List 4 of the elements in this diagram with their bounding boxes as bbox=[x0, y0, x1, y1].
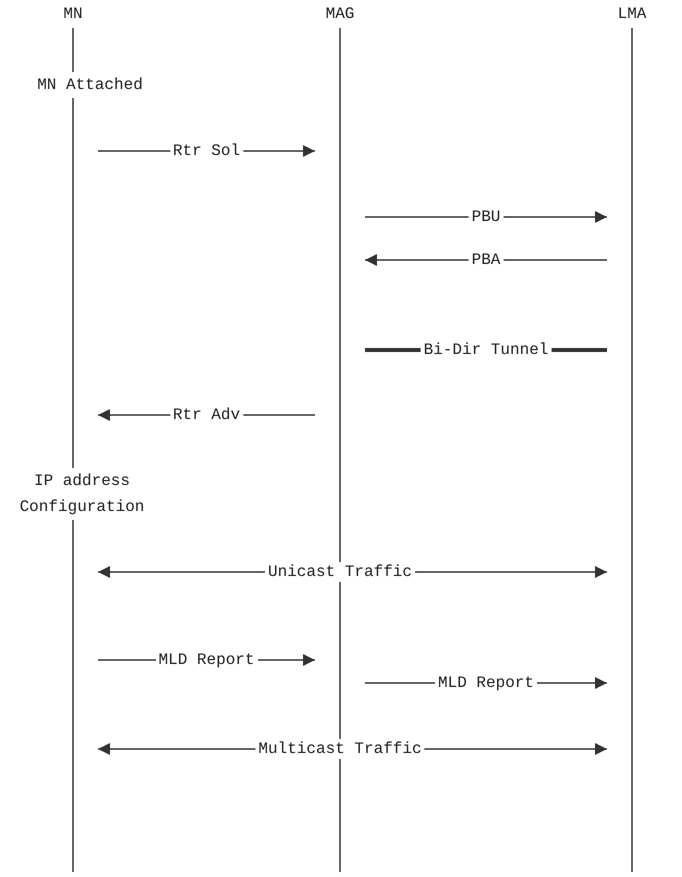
edge-label: Unicast Traffic bbox=[264, 562, 416, 582]
edge-label: MLD Report bbox=[435, 673, 537, 693]
edge-label: MLD Report bbox=[156, 650, 258, 670]
edge-label: Multicast Traffic bbox=[255, 739, 425, 759]
